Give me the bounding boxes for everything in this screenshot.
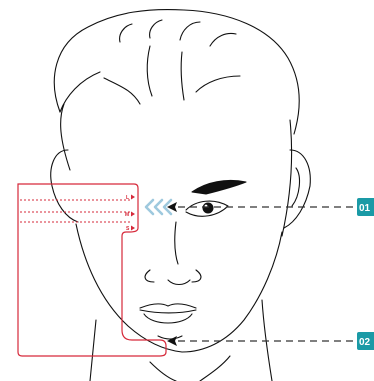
face-illustration bbox=[51, 10, 311, 381]
callout-01-label: 01 bbox=[359, 203, 371, 214]
size-marker-l: L bbox=[126, 195, 129, 201]
left-ear bbox=[51, 150, 78, 222]
forehead-line-1 bbox=[104, 78, 140, 104]
callout-02-badge: 02 bbox=[357, 332, 374, 350]
right-eyebrow bbox=[192, 180, 246, 194]
face-left-side bbox=[61, 104, 70, 170]
hair-outline bbox=[54, 10, 299, 134]
lower-lip bbox=[144, 314, 192, 323]
face-right-side bbox=[282, 120, 292, 236]
jaw-line bbox=[76, 224, 282, 352]
nose-base bbox=[145, 270, 201, 285]
right-iris bbox=[203, 203, 214, 214]
forehead-line-2 bbox=[196, 76, 240, 92]
callout-02-label: 02 bbox=[359, 337, 371, 348]
hair-line-left bbox=[60, 72, 100, 112]
size-marker-s: S bbox=[126, 226, 130, 232]
brow-crease bbox=[147, 46, 184, 100]
mouth-line bbox=[140, 310, 196, 313]
right-ear bbox=[284, 150, 310, 228]
measurement-frame-outline bbox=[18, 184, 166, 356]
size-marker-l-arrow bbox=[131, 195, 135, 200]
chin-crease bbox=[158, 336, 182, 339]
right-ear-inner bbox=[292, 168, 299, 206]
upper-lip bbox=[140, 304, 196, 308]
collar-line bbox=[150, 356, 230, 381]
hair-strands bbox=[120, 20, 236, 46]
arrowhead-left-icon bbox=[167, 336, 177, 346]
nose-bridge bbox=[175, 222, 178, 264]
callout-02-leader bbox=[167, 336, 356, 346]
callout-01-badge: 01 bbox=[357, 198, 374, 216]
size-marker-m-arrow bbox=[131, 212, 135, 217]
size-marker-s-arrow bbox=[131, 226, 135, 231]
measurement-frame: L M S bbox=[18, 184, 166, 356]
neck-left bbox=[90, 320, 96, 381]
size-marker-m: M bbox=[125, 212, 129, 218]
